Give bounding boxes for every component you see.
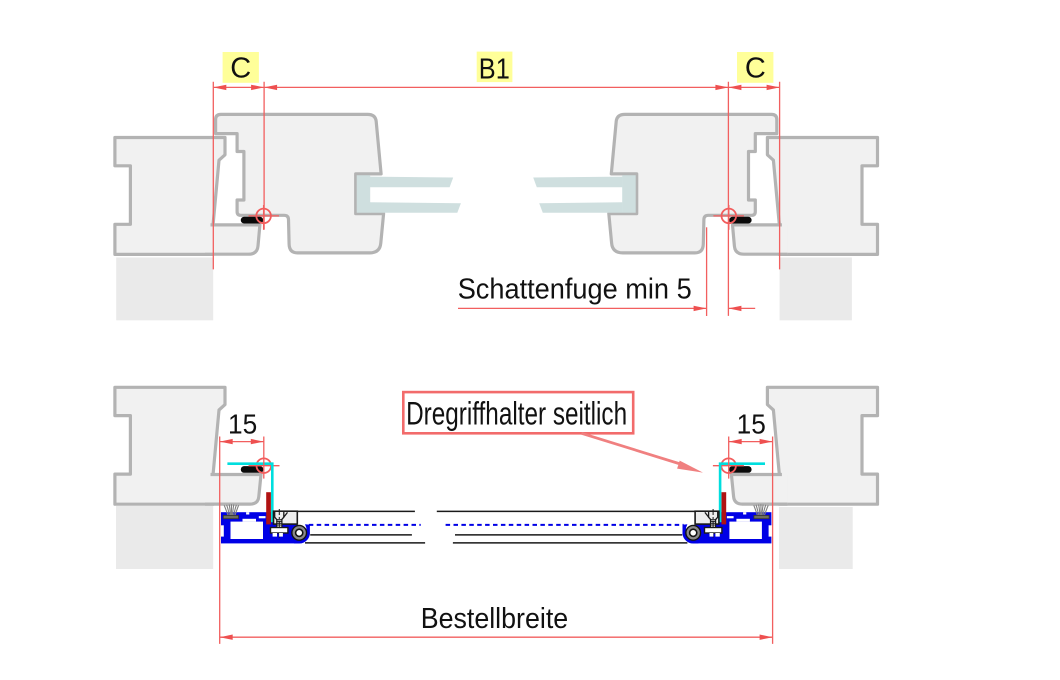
svg-text:15: 15 <box>228 408 257 439</box>
svg-text:Dregriffhalter seitlich: Dregriffhalter seitlich <box>406 396 627 432</box>
svg-text:15: 15 <box>737 408 766 439</box>
svg-text:Schattenfuge min 5: Schattenfuge min 5 <box>458 273 692 305</box>
svg-text:Bestellbreite: Bestellbreite <box>421 603 569 635</box>
svg-text:C: C <box>745 53 766 85</box>
svg-text:B1: B1 <box>479 53 510 85</box>
svg-text:C: C <box>230 53 251 85</box>
